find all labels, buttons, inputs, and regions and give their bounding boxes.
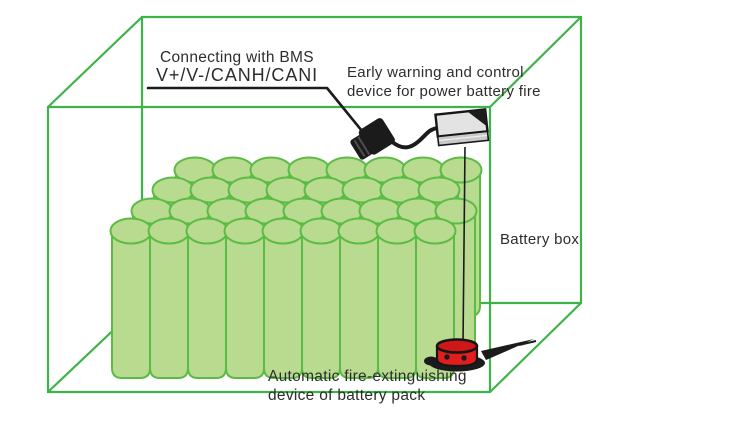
fire-extinguisher-device [424,338,537,372]
battery-cell-top [261,217,305,245]
plug-body [358,118,395,155]
battery-cell-top [185,217,229,245]
label-fire-extinguishing-line2: device of battery pack [268,387,426,404]
battery-cell-body [187,230,227,379]
battery-cell-top [413,217,457,245]
bms-connector-plug [350,118,395,160]
label-fire-extinguishing-device: Automatic fire-extinguishing device of b… [268,367,467,405]
battery-pack [109,156,483,379]
battery-cell-top [147,217,191,245]
battery-cell-top [299,217,343,245]
label-connecting-with-bms: Connecting with BMS [160,49,314,66]
battery-cell-body [263,230,303,379]
box-top-right-diagonal [488,15,583,109]
label-battery-box: Battery box [500,231,580,248]
battery-cell-body [111,230,151,379]
plug-ridge-line [357,136,371,156]
device-corner-shadow [467,109,487,127]
battery-cell-top [109,217,153,245]
battery-cell-body [339,230,379,379]
battery-cell-top [439,156,483,184]
plug-ridge-section [350,134,373,160]
box-top-left-diagonal [46,15,144,109]
battery-cell-body [225,230,265,379]
battery-cell-body [301,230,341,379]
battery-cell-top [434,197,478,225]
device-front-groove [439,134,487,142]
battery-cell-body [149,230,189,379]
box-front-face [46,105,492,394]
extinguisher-dot [461,355,467,361]
battery-cell-top [223,217,267,245]
battery-cell-top [417,176,461,204]
battery-cell-top [337,217,381,245]
plug-ridge-line [353,139,366,157]
box-bottom-right-diagonal [488,301,583,394]
sensor-cable [462,146,466,345]
extinguisher-nozzle-tip [518,340,537,346]
label-early-warning-device: Early warning and control device for pow… [347,63,541,101]
battery-cell-top [375,217,419,245]
label-bms-signals: V+/V-/CANH/CANI [156,65,319,85]
battery-cell-body [377,230,417,379]
extinguisher-dot [444,354,450,360]
bms-wire [146,86,364,133]
label-fire-extinguishing-line1: Automatic fire-extinguishing [268,368,467,385]
label-early-warning-line1: Early warning and control [347,64,524,81]
bms-cable [389,126,440,150]
early-warning-device [434,108,490,147]
extinguisher-top [435,338,479,354]
label-early-warning-line2: device for power battery fire [347,83,541,100]
